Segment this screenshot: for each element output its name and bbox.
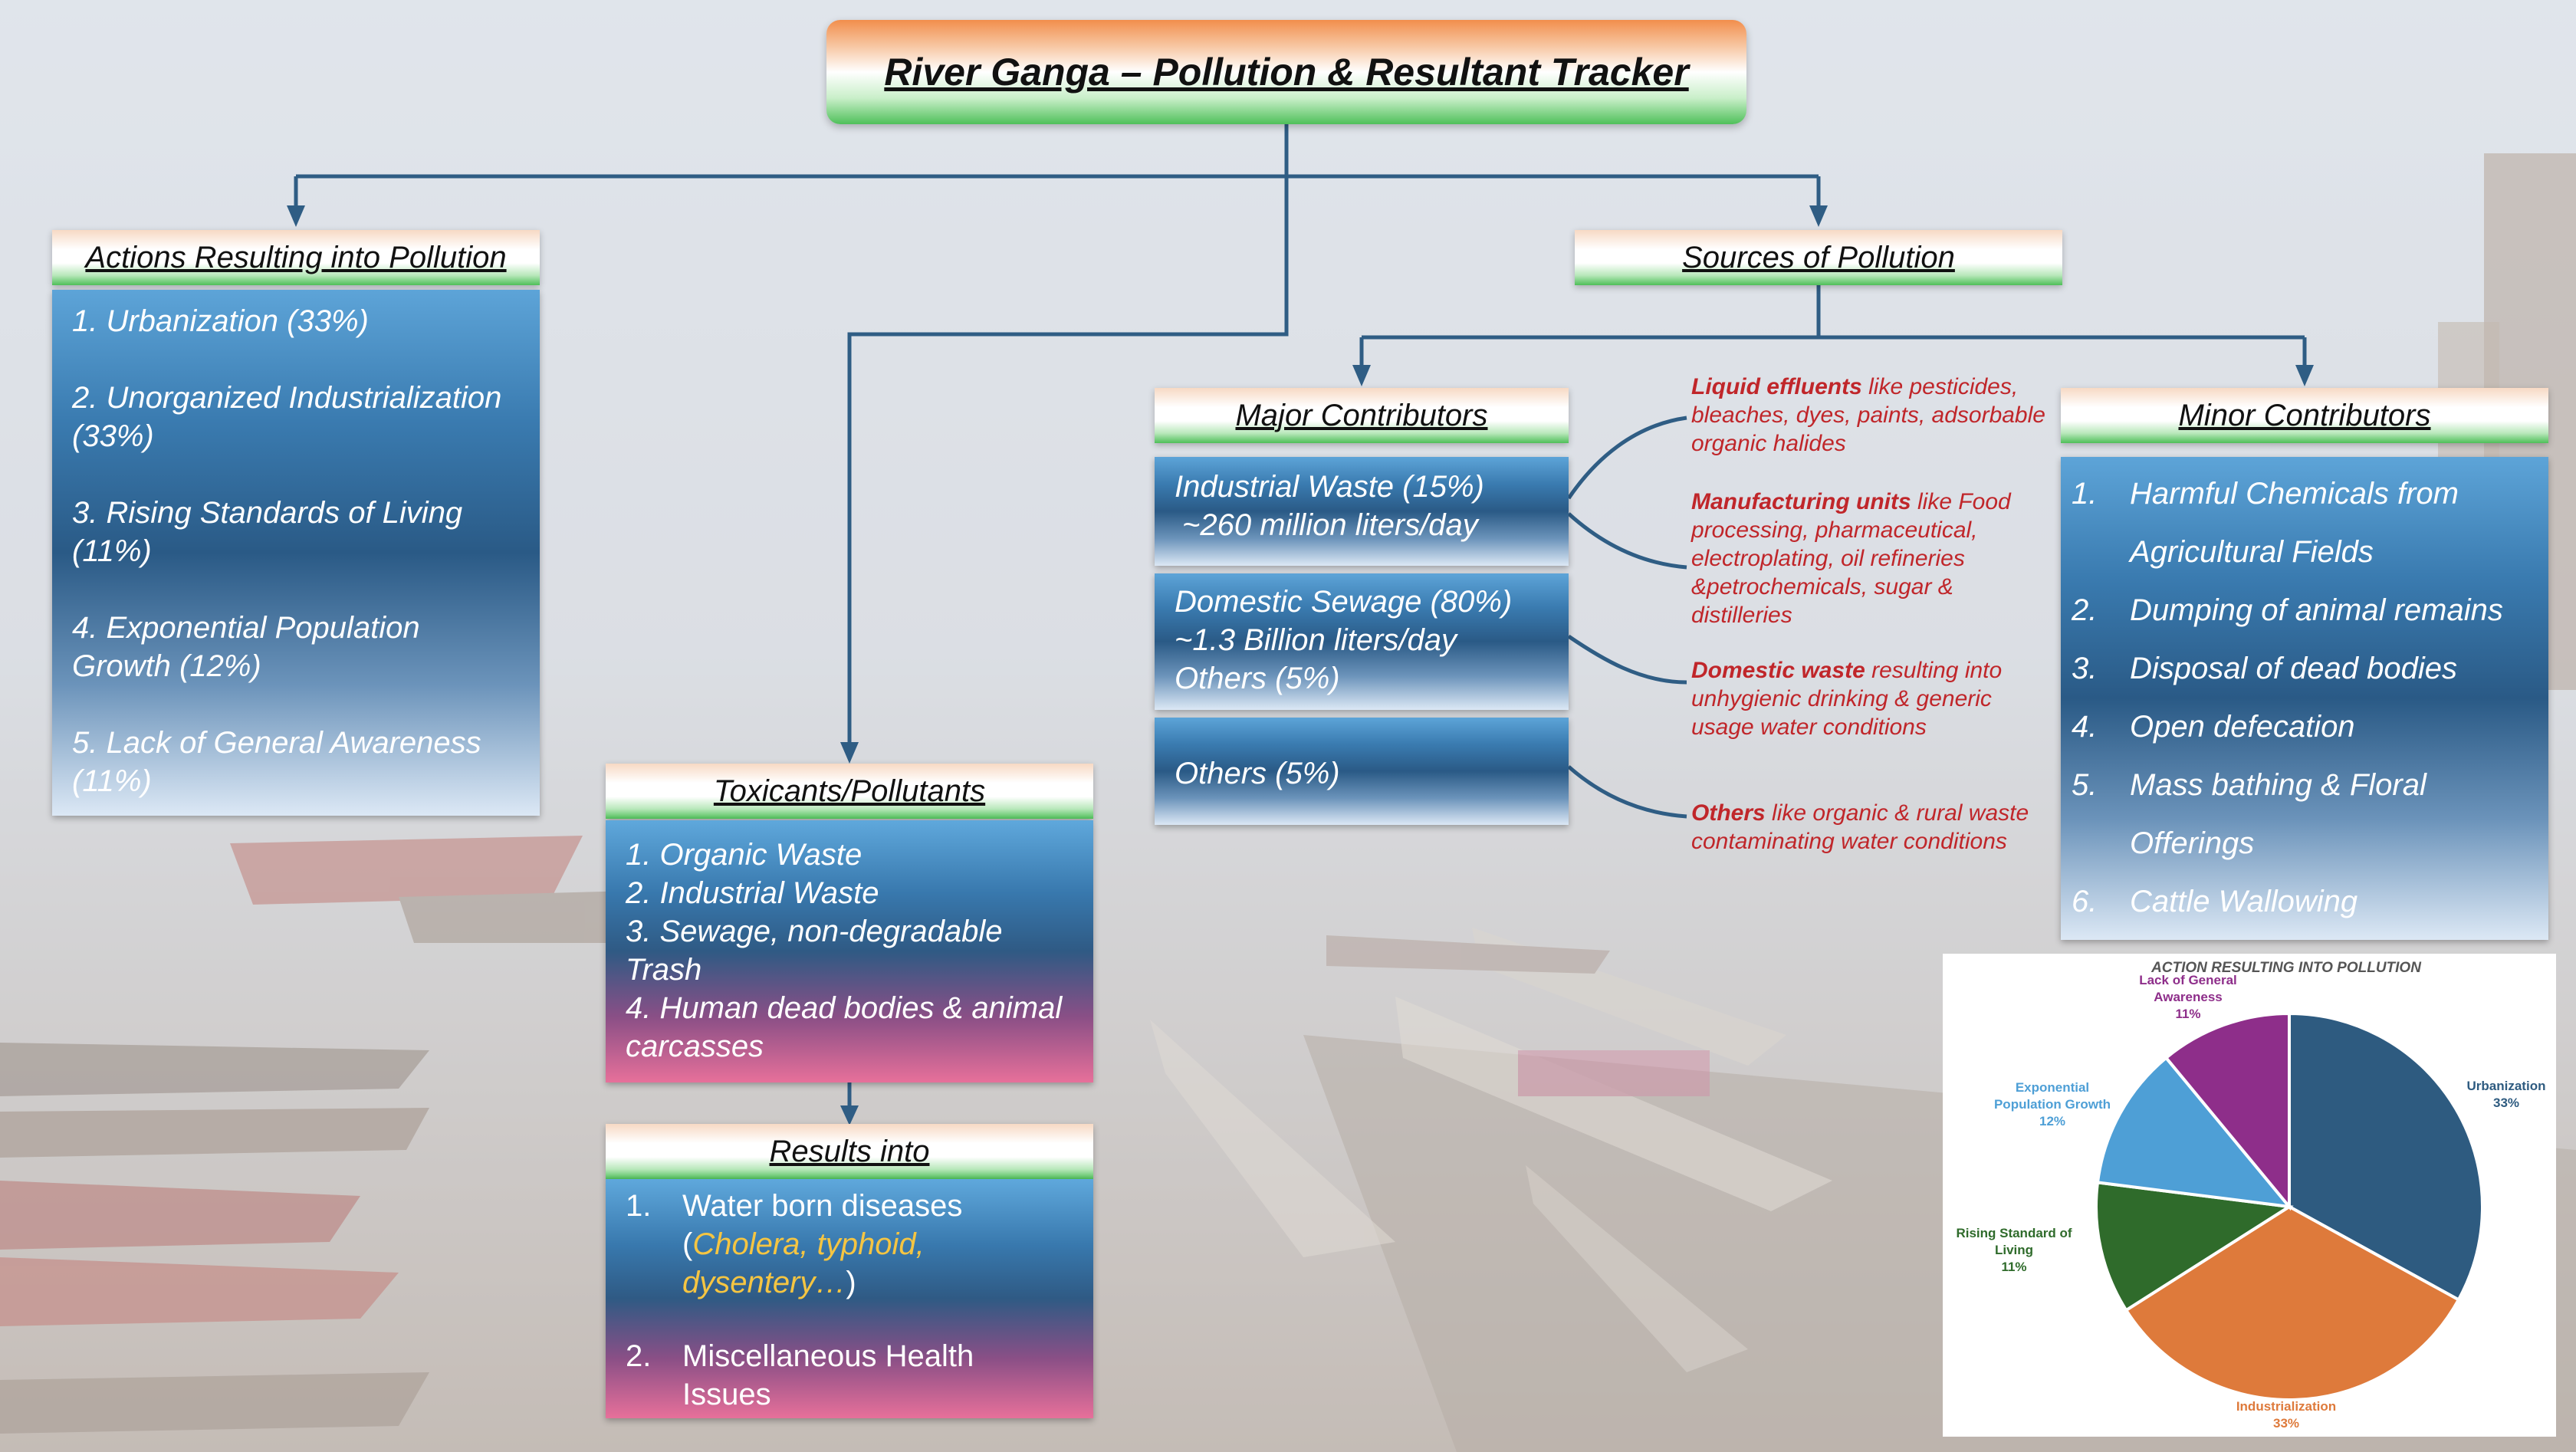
major-header: Major Contributors	[1155, 388, 1569, 443]
list-text: Mass bathing & Floral Offerings	[2130, 768, 2426, 860]
minor-header-label: Minor Contributors	[2178, 398, 2431, 432]
list-text: Cattle Wallowing	[2130, 885, 2358, 918]
pie-slice-rising-standard-of-living	[2095, 1181, 2294, 1312]
results-header: Results into	[606, 1124, 1093, 1179]
sources-header: Sources of Pollution	[1575, 230, 2062, 285]
list-number: 3.	[2072, 652, 2098, 685]
list-text: Open defecation	[2130, 710, 2355, 744]
domestic-sewage-volume: ~1.3 Billion liters/day	[1175, 623, 1457, 657]
industrial-waste-volume: ~260 million liters/day	[1182, 508, 1478, 542]
note-domestic-waste: Domestic waste resulting into unhygienic…	[1691, 656, 2052, 741]
list-item: 3. Disposal of dead bodies	[2072, 639, 2538, 698]
sources-header-label: Sources of Pollution	[1682, 240, 1955, 274]
list-number: 2.	[626, 1339, 652, 1373]
list-text: Water born diseases (Cholera, typhoid, d…	[682, 1187, 1073, 1302]
list-item: 2. Unorganized Industrialization (33%)	[72, 381, 502, 453]
note-text: like organic & rural waste contaminating…	[1691, 800, 2029, 854]
note-text: resulting into unhygienic drinking & gen…	[1691, 658, 2003, 740]
list-item: 1. Harmful Chemicals from Agricultural F…	[2072, 465, 2538, 581]
list-text: Harmful Chemicals from Agricultural Fiel…	[2130, 477, 2459, 569]
list-text: Dumping of animal remains	[2130, 593, 2503, 627]
disease-examples: Cholera, typhoid, dysentery…	[682, 1227, 925, 1299]
list-number: 5.	[2072, 768, 2098, 802]
results-header-label: Results into	[769, 1134, 930, 1168]
chart-title: ACTION RESULTING INTO POLLUTION	[2150, 960, 2422, 976]
minor-list: 1. Harmful Chemicals from Agricultural F…	[2061, 457, 2548, 940]
toxicants-header: Toxicants/Pollutants	[606, 764, 1093, 819]
list-number: 2.	[2072, 593, 2098, 627]
list-number: 1.	[626, 1189, 652, 1223]
list-item: 3. Sewage, non-degradable Trash	[626, 915, 1003, 987]
page-title: River Ganga – Pollution & Resultant Trac…	[884, 51, 1689, 94]
note-title: Domestic waste	[1691, 658, 1865, 683]
toxicants-header-label: Toxicants/Pollutants	[713, 774, 986, 808]
result-label: Water born diseases	[682, 1189, 963, 1223]
list-item: 1. Water born diseases (Cholera, typhoid…	[626, 1187, 1073, 1302]
list-number: 1.	[2072, 477, 2098, 511]
major-domestic-box: Domestic Sewage (80%) ~1.3 Billion liter…	[1155, 573, 1569, 710]
note-text: like Food processing, pharmaceutical, el…	[1691, 489, 2011, 628]
list-number: 4.	[2072, 710, 2098, 744]
major-header-label: Major Contributors	[1235, 398, 1488, 432]
list-item: 4. Human dead bodies & animal carcasses	[626, 991, 1063, 1063]
major-others-box: Others (5%)	[1155, 718, 1569, 825]
list-text: Miscellaneous Health Issues	[682, 1339, 974, 1411]
list-item: 1. Organic Waste	[626, 838, 863, 872]
domestic-sewage-share: Domestic Sewage (80%)	[1175, 585, 1513, 619]
pie-slice-industrialization	[2124, 1204, 2461, 1401]
toxicants-list: 1. Organic Waste 2. Industrial Waste 3. …	[606, 820, 1093, 1082]
list-item: 1. Urbanization (33%)	[72, 304, 369, 338]
note-others: Others like organic & rural waste contam…	[1691, 799, 2052, 856]
note-liquid-effluents: Liquid effluents like pesticides, bleach…	[1691, 373, 2052, 458]
others-share: Others (5%)	[1175, 757, 1340, 790]
list-item: 2. Miscellaneous Health Issues	[626, 1337, 1073, 1414]
list-item: 2. Dumping of animal remains	[2072, 581, 2538, 639]
list-text: Disposal of dead bodies	[2130, 652, 2457, 685]
list-item: 6. Cattle Wallowing	[2072, 872, 2538, 931]
industrial-waste-share: Industrial Waste (15%)	[1175, 470, 1484, 504]
others-share: Others (5%)	[1175, 662, 1340, 695]
paren-close: )	[846, 1266, 856, 1299]
pie-chart-card: ACTION RESULTING INTO POLLUTION Urbaniza…	[1943, 954, 2556, 1437]
list-item: 2. Industrial Waste	[626, 876, 879, 910]
list-number: 6.	[2072, 885, 2098, 918]
minor-header: Minor Contributors	[2061, 388, 2548, 443]
paren-open: (	[682, 1227, 693, 1261]
list-item: 5. Mass bathing & Floral Offerings	[2072, 756, 2538, 872]
pie-slice-exponential-population-growth	[2095, 1056, 2293, 1209]
pie-slice-urbanization	[2288, 1011, 2484, 1303]
list-item: 4. Exponential Population Growth (12%)	[72, 611, 420, 683]
title-banner: River Ganga – Pollution & Resultant Trac…	[826, 20, 1746, 124]
list-item: 5. Lack of General Awareness (11%)	[72, 726, 481, 798]
note-manufacturing-units: Manufacturing units like Food processing…	[1691, 488, 2052, 629]
actions-header-label: Actions Resulting into Pollution	[85, 240, 507, 274]
pie-chart: ACTION RESULTING INTO POLLUTION Urbaniza…	[1956, 960, 2546, 1431]
actions-list: 1. Urbanization (33%) 2. Unorganized Ind…	[52, 290, 540, 816]
list-item: 3. Rising Standards of Living (11%)	[72, 496, 463, 568]
note-title: Liquid effluents	[1691, 374, 1862, 399]
note-text: like pesticides, bleaches, dyes, paints,…	[1691, 374, 2045, 456]
note-title: Manufacturing units	[1691, 489, 1911, 514]
major-industrial-box: Industrial Waste (15%) ~260 million lite…	[1155, 457, 1569, 566]
results-list: 1. Water born diseases (Cholera, typhoid…	[606, 1179, 1093, 1418]
pie-slice-lack-of-general-awareness	[2164, 1011, 2291, 1211]
list-item: 4. Open defecation	[2072, 698, 2538, 756]
note-title: Others	[1691, 800, 1766, 826]
actions-header: Actions Resulting into Pollution	[52, 230, 540, 285]
